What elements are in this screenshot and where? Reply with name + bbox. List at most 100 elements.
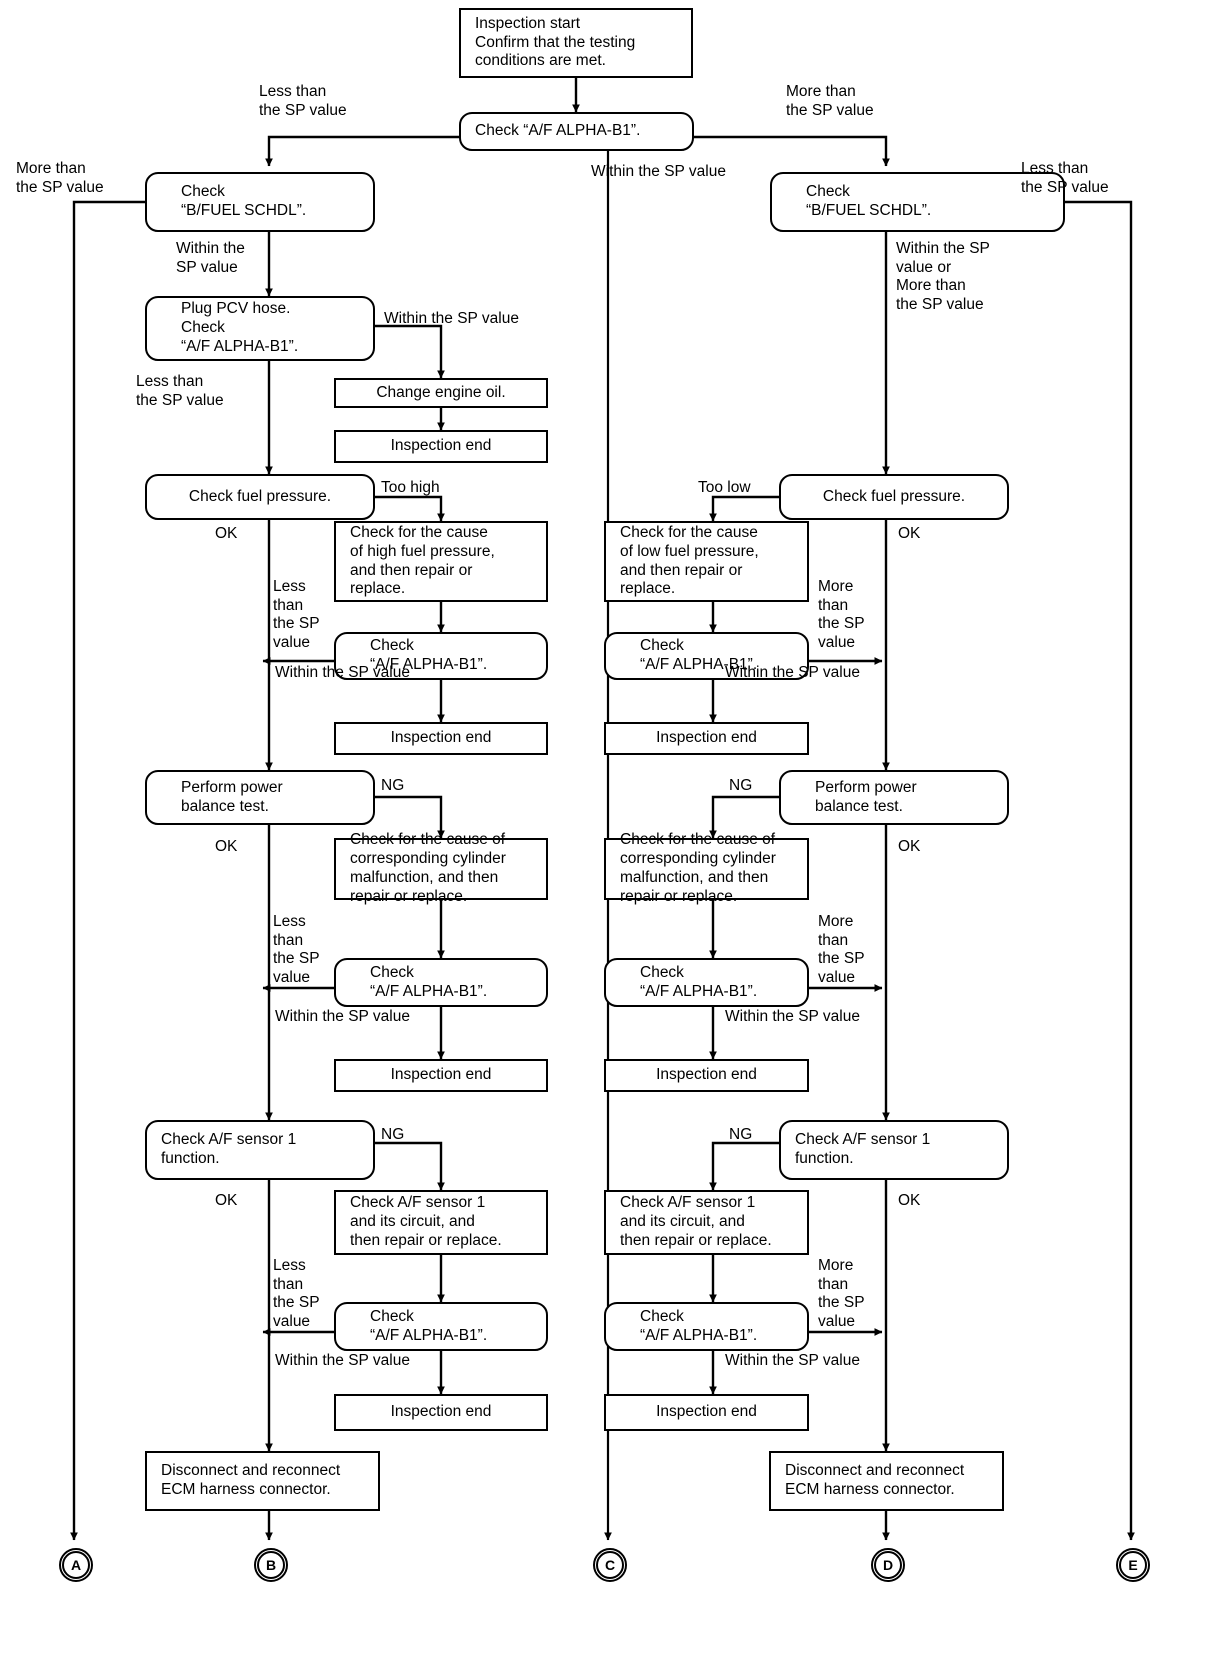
terminal-a[interactable]: A <box>59 1548 93 1582</box>
node-label: Check A/F sensor 1 function. <box>161 1131 297 1167</box>
node-label: Disconnect and reconnect ECM harness con… <box>785 1462 965 1498</box>
edge-label-more-than-sp-top: More than the SP value <box>786 83 874 119</box>
node-left-cylinder-malfunction-cause[interactable]: Check for the cause of corresponding cyl… <box>334 831 548 905</box>
node-label: Perform power balance test. <box>181 778 283 815</box>
edge-label-left-within-sp-5: Within the SP value <box>275 1352 410 1369</box>
node-right-check-af-sensor-1-function[interactable]: Check A/F sensor 1 function. <box>779 1120 1009 1180</box>
edge-label-left-too-high: Too high <box>381 479 440 496</box>
node-label: Check for the cause of high fuel pressur… <box>350 523 495 598</box>
edge-label-left-less-than-sp-4: Less than the SP value <box>273 1257 320 1330</box>
terminal-a-label: A <box>62 1551 90 1579</box>
node-label: Perform power balance test. <box>815 778 917 815</box>
node-label: Check “A/F ALPHA-B1”. <box>640 1307 758 1344</box>
terminal-d-label: D <box>874 1551 902 1579</box>
node-left-af-sensor-1-repair[interactable]: Check A/F sensor 1 and its circuit, and … <box>334 1190 548 1255</box>
edge-label-right-within-sp-1: Within the SP value <box>725 664 860 681</box>
edge-label-left-within-sp-2: Within the SP value <box>384 310 519 327</box>
edge-label-right-within-sp-3: Within the SP value <box>725 1352 860 1369</box>
node-label: Inspection end <box>656 729 757 747</box>
node-label: Check for the cause of low fuel pressure… <box>620 523 759 598</box>
edge-label-right-more-than-sp-1: More than the SP value <box>818 578 865 651</box>
edge-label-left-less-than-sp-1: Less than the SP value <box>136 373 224 409</box>
edge-label-right-ok-3: OK <box>898 1192 921 1209</box>
node-left-change-engine-oil[interactable]: Change engine oil. <box>334 378 548 408</box>
node-right-low-fuel-pressure-cause[interactable]: Check for the cause of low fuel pressure… <box>604 521 809 602</box>
node-label: Check A/F sensor 1 function. <box>795 1131 931 1167</box>
node-label: Check “A/F ALPHA-B1”. <box>370 637 488 673</box>
node-label: Change engine oil. <box>376 383 506 401</box>
terminal-b-label: B <box>257 1551 285 1579</box>
node-left-check-b-fuel-schdl[interactable]: Check “B/FUEL SCHDL”. <box>145 172 375 232</box>
node-label: Check fuel pressure. <box>822 487 966 505</box>
edge-label-right-more-than-sp-2: More than the SP value <box>818 913 865 986</box>
node-right-af-sensor-1-repair[interactable]: Check A/F sensor 1 and its circuit, and … <box>604 1190 809 1255</box>
node-label: Check A/F sensor 1 and its circuit, and … <box>620 1194 772 1249</box>
edge-label-right-ok-1: OK <box>898 525 921 542</box>
edge-label-right-ng-1: NG <box>729 777 753 794</box>
node-label: Check A/F sensor 1 and its circuit, and … <box>350 1194 502 1249</box>
edge-label-left-less-than-sp-3: Less than the SP value <box>273 913 320 986</box>
node-left-perform-power-balance-test[interactable]: Perform power balance test. <box>145 770 375 825</box>
terminal-b[interactable]: B <box>254 1548 288 1582</box>
node-label: Inspection end <box>656 1066 757 1084</box>
node-label: Check “B/FUEL SCHDL”. <box>181 183 307 219</box>
terminal-c[interactable]: C <box>593 1548 627 1582</box>
node-label: Check fuel pressure. <box>188 487 332 505</box>
node-right-inspection-end-4[interactable]: Inspection end <box>604 1394 809 1431</box>
edge-label-left-within-sp-1: Within the SP value <box>176 240 245 276</box>
node-left-check-af-sensor-1-function[interactable]: Check A/F sensor 1 function. <box>145 1120 375 1180</box>
node-right-check-af-alpha-b1-3[interactable]: Check “A/F ALPHA-B1”. <box>604 958 809 1007</box>
terminal-d[interactable]: D <box>871 1548 905 1582</box>
node-left-inspection-end-3[interactable]: Inspection end <box>334 1059 548 1092</box>
node-right-perform-power-balance-test[interactable]: Perform power balance test. <box>779 770 1009 825</box>
terminal-e-label: E <box>1119 1551 1147 1579</box>
edge-label-left-ok-3: OK <box>215 1192 238 1209</box>
node-left-inspection-end-4[interactable]: Inspection end <box>334 1394 548 1431</box>
node-label: Plug PCV hose. Check “A/F ALPHA-B1”. <box>181 300 299 355</box>
node-right-inspection-end-2[interactable]: Inspection end <box>604 722 809 755</box>
node-label: Check “A/F ALPHA-B1”. <box>370 1307 488 1344</box>
node-right-check-fuel-pressure[interactable]: Check fuel pressure. <box>779 474 1009 520</box>
node-right-disconnect-reconnect-ecm[interactable]: Disconnect and reconnect ECM harness con… <box>769 1451 1004 1511</box>
edge-label-less-than-sp-far-right: Less than the SP value <box>1021 160 1109 196</box>
node-label: Check for the cause of corresponding cyl… <box>620 831 776 905</box>
node-right-check-af-alpha-b1-4[interactable]: Check “A/F ALPHA-B1”. <box>604 1302 809 1351</box>
node-label: Check “A/F ALPHA-B1”. <box>640 637 758 673</box>
node-check-af-alpha-b1-top[interactable]: Check “A/F ALPHA-B1”. <box>459 112 694 151</box>
terminal-e[interactable]: E <box>1116 1548 1150 1582</box>
node-left-inspection-end-1[interactable]: Inspection end <box>334 430 548 463</box>
node-label: Inspection end <box>390 729 492 747</box>
terminal-c-label: C <box>596 1551 624 1579</box>
edge-label-more-than-sp-far-left: More than the SP value <box>16 160 104 196</box>
node-right-check-af-alpha-b1-2[interactable]: Check “A/F ALPHA-B1”. <box>604 632 809 680</box>
node-left-plug-pcv-hose[interactable]: Plug PCV hose. Check “A/F ALPHA-B1”. <box>145 296 375 361</box>
node-left-high-fuel-pressure-cause[interactable]: Check for the cause of high fuel pressur… <box>334 521 548 602</box>
node-inspection-start[interactable]: Inspection start Confirm that the testin… <box>459 8 693 78</box>
node-label: Check “B/FUEL SCHDL”. <box>806 183 932 219</box>
node-right-cylinder-malfunction-cause[interactable]: Check for the cause of corresponding cyl… <box>604 831 809 905</box>
node-left-inspection-end-2[interactable]: Inspection end <box>334 722 548 755</box>
edge-label-left-less-than-sp-2: Less than the SP value <box>273 578 320 651</box>
node-left-check-af-alpha-b1-2[interactable]: Check “A/F ALPHA-B1”. <box>334 632 548 680</box>
edge-label-left-within-sp-4: Within the SP value <box>275 1008 410 1025</box>
node-left-check-af-alpha-b1-3[interactable]: Check “A/F ALPHA-B1”. <box>334 958 548 1007</box>
node-label: Check for the cause of corresponding cyl… <box>350 831 506 905</box>
node-label: Check “A/F ALPHA-B1”. <box>640 963 758 1000</box>
node-label: Disconnect and reconnect ECM harness con… <box>161 1462 341 1498</box>
edge-label-right-too-low: Too low <box>698 479 751 496</box>
edge-label-right-within-or-more-sp: Within the SP value or More than the SP … <box>896 240 990 313</box>
edge-label-within-sp-middle: Within the SP value <box>591 163 726 180</box>
edge-label-left-ng-1: NG <box>381 777 405 794</box>
node-left-check-fuel-pressure[interactable]: Check fuel pressure. <box>145 474 375 520</box>
node-label: Inspection end <box>390 1403 492 1421</box>
node-right-inspection-end-3[interactable]: Inspection end <box>604 1059 809 1092</box>
node-left-disconnect-reconnect-ecm[interactable]: Disconnect and reconnect ECM harness con… <box>145 1451 380 1511</box>
edge-label-right-ok-2: OK <box>898 838 921 855</box>
node-label: Inspection start Confirm that the testin… <box>475 14 636 70</box>
edge-label-left-ok-1: OK <box>215 525 238 542</box>
edge-label-left-ok-2: OK <box>215 838 238 855</box>
node-left-check-af-alpha-b1-4[interactable]: Check “A/F ALPHA-B1”. <box>334 1302 548 1351</box>
node-right-check-b-fuel-schdl[interactable]: Check “B/FUEL SCHDL”. <box>770 172 1065 232</box>
